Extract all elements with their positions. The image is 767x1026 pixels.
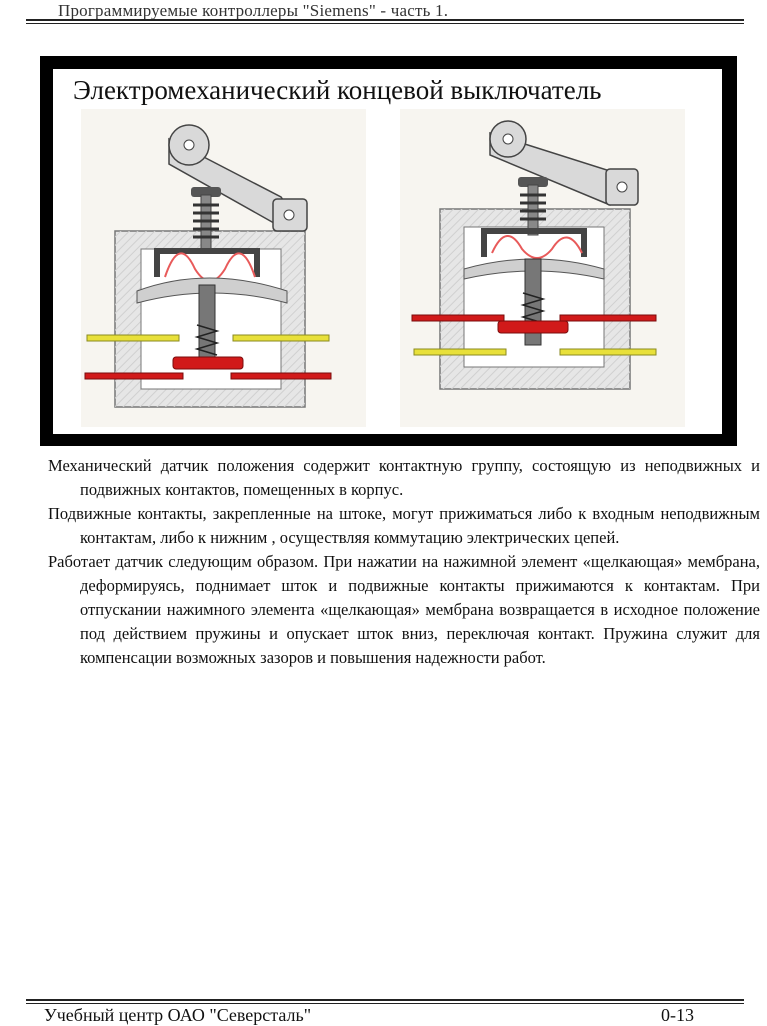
header-rule: [26, 19, 744, 21]
body-text: Механический датчик положения содержит к…: [48, 454, 760, 670]
page-header: Программируемые контроллеры "Siemens" - …: [58, 1, 449, 20]
page-number: 0-13: [661, 1005, 694, 1025]
limit-switch-diagram-released: [81, 109, 366, 427]
footer-rule: [26, 999, 744, 1001]
paragraph: Работает датчик следующим образом. При н…: [48, 552, 760, 667]
footer-organization: Учебный центр ОАО "Северсталь": [44, 1005, 312, 1025]
slide-panel: Электромеханический концевой выключатель: [53, 69, 722, 434]
slide-title: Электромеханический концевой выключатель: [73, 75, 602, 105]
paragraph: Механический датчик положения содержит к…: [48, 456, 760, 499]
limit-switch-diagram-actuated: [400, 109, 685, 427]
slide-frame: Электромеханический концевой выключатель: [40, 56, 737, 446]
paragraph: Подвижные контакты, закрепленные на шток…: [48, 504, 760, 547]
header-rule-thin: [26, 23, 744, 24]
footer-rule-thin: [26, 1003, 744, 1004]
